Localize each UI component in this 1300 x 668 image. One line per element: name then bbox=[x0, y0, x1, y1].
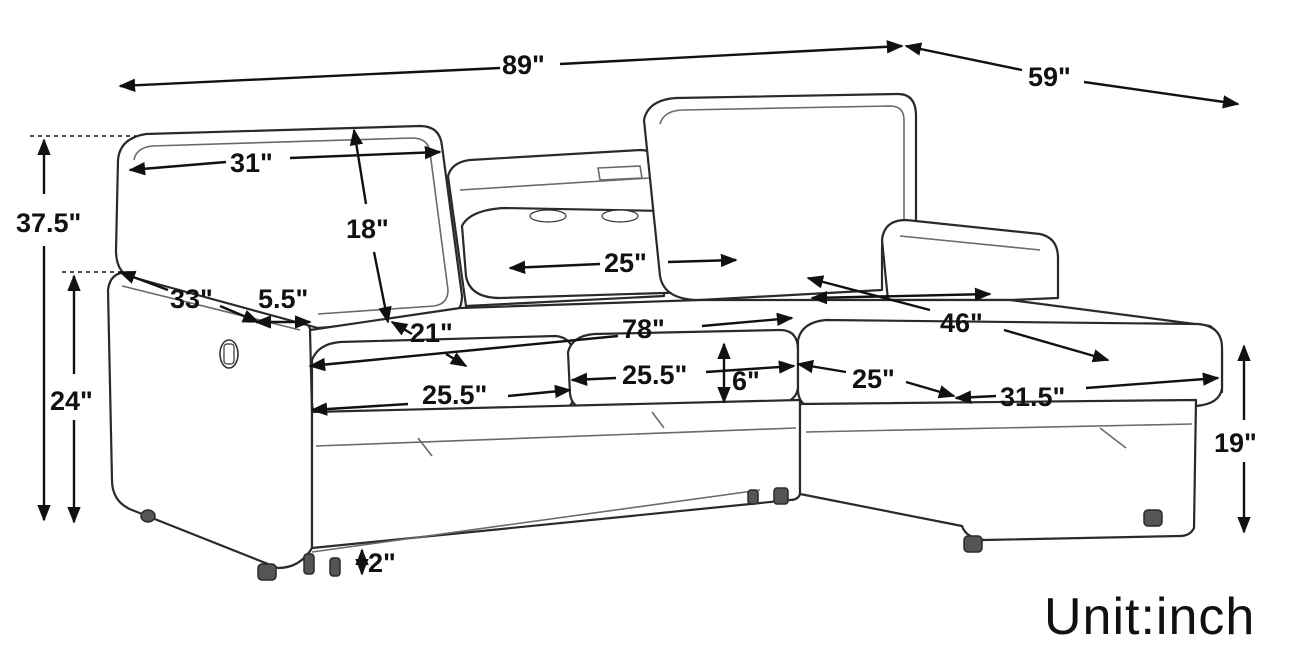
label-arm-height: 24" bbox=[50, 386, 93, 416]
sofa-foot bbox=[1143, 509, 1163, 527]
right-back-cushion bbox=[642, 92, 918, 302]
dimension-labels: 89" 59" 37.5" 24" 31" 18" 33" 5.5" 21" 7… bbox=[16, 50, 1257, 646]
label-seat-cushion-left-front: 25.5" bbox=[422, 380, 487, 410]
label-arm-depth: 33" bbox=[170, 284, 213, 314]
right-arm bbox=[880, 218, 1060, 302]
unit-label: Unit:inch bbox=[1044, 588, 1255, 646]
sofa-foot bbox=[747, 489, 759, 505]
dimension-lines bbox=[30, 40, 1251, 576]
label-chaise-width: 25" bbox=[852, 364, 895, 394]
label-back-height: 37.5" bbox=[16, 208, 81, 238]
usb-socket-icon bbox=[219, 339, 239, 369]
label-arm-width: 5.5" bbox=[258, 284, 308, 314]
label-chaise-length: 46" bbox=[940, 308, 983, 338]
label-cushion-height: 18" bbox=[346, 214, 389, 244]
label-seat-depth: 21" bbox=[410, 318, 453, 348]
chaise-front-base bbox=[798, 398, 1198, 542]
sofa-front-base bbox=[310, 398, 802, 550]
label-cushion-thickness: 6" bbox=[732, 366, 760, 396]
pillow-logo-icon bbox=[529, 209, 639, 223]
sofa-foot bbox=[773, 487, 789, 505]
pull-handle-chaise bbox=[1099, 427, 1127, 449]
sofa-foot bbox=[963, 535, 983, 553]
label-leg-height: 2" bbox=[368, 548, 396, 578]
sofa-foot bbox=[303, 553, 315, 575]
pull-handle-left bbox=[417, 437, 433, 457]
sofa-foot bbox=[140, 509, 156, 523]
label-total-depth: 59" bbox=[1028, 62, 1071, 92]
label-seat-width: 78" bbox=[622, 314, 665, 344]
label-cushion-width: 31" bbox=[230, 148, 273, 178]
pullout-rail bbox=[311, 489, 761, 553]
sofa-foot bbox=[257, 563, 277, 581]
label-chaise-seat: 31.5" bbox=[1000, 382, 1065, 412]
sofa-foot bbox=[329, 557, 341, 577]
label-pillow-width: 25" bbox=[604, 248, 647, 278]
sofa-illustration bbox=[106, 92, 1224, 581]
label-seat-cushion-mid: 25.5" bbox=[622, 360, 687, 390]
pull-handle-middle bbox=[651, 411, 665, 429]
label-total-width: 89" bbox=[502, 50, 545, 80]
label-seat-height: 19" bbox=[1214, 428, 1257, 458]
left-back-cushion bbox=[114, 124, 464, 330]
